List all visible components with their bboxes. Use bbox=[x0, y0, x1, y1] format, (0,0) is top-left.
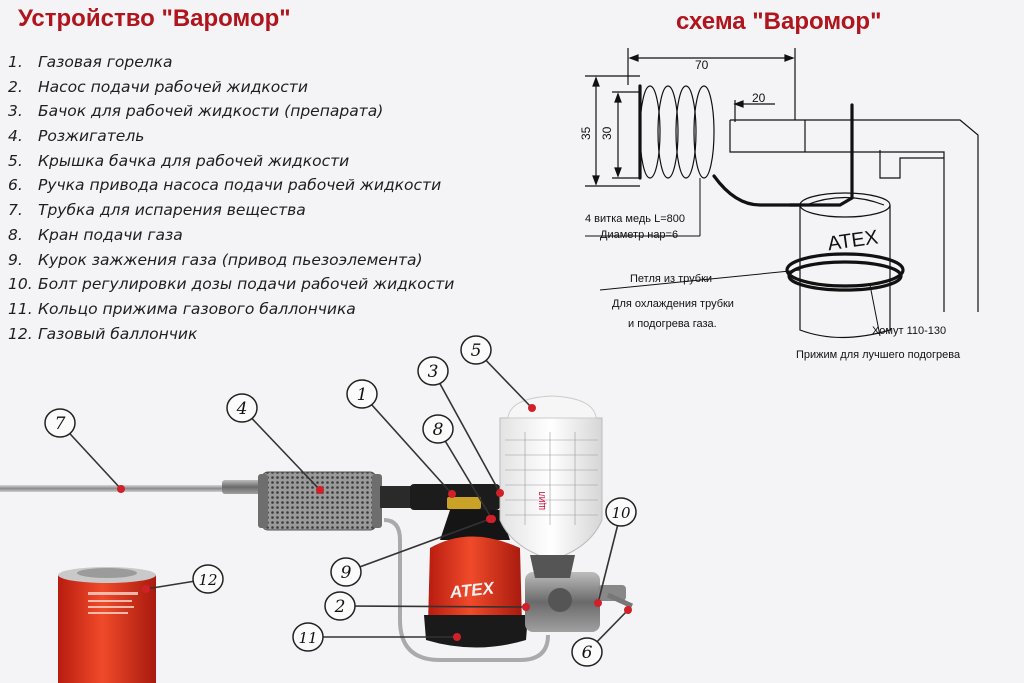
legend-item: 1.Газовая горелка bbox=[8, 53, 173, 71]
callout-number: 11 bbox=[298, 629, 317, 647]
callout-number: 12 bbox=[198, 571, 217, 589]
dim-width: 70 bbox=[695, 58, 709, 72]
clamp-note-2: Прижим для лучшего подогрева bbox=[796, 349, 961, 361]
legend-item: 8.Кран подачи газа bbox=[8, 225, 183, 244]
callout-number: 5 bbox=[471, 341, 482, 361]
callout-6: 6 bbox=[571, 606, 632, 667]
dim-height-inner: 30 bbox=[600, 126, 614, 140]
callout-number: 8 bbox=[433, 420, 444, 440]
callout-5: 5 bbox=[460, 335, 536, 412]
callout-number: 6 bbox=[582, 643, 593, 663]
callout-dot bbox=[117, 485, 125, 493]
dim-height-outer: 35 bbox=[579, 126, 593, 140]
callout-dot bbox=[316, 486, 324, 494]
scheme-title: схема "Варомор" bbox=[676, 8, 882, 35]
callout-dot bbox=[448, 490, 456, 498]
loop-note-1: Петля из трубки bbox=[630, 273, 712, 285]
callout-4: 4 bbox=[226, 393, 324, 494]
callout-number: 4 bbox=[236, 399, 248, 419]
callout-number: 2 bbox=[334, 597, 346, 617]
legend-item: 3.Бачок для рабочей жидкости (препарата) bbox=[8, 102, 384, 121]
callout-dot bbox=[453, 633, 461, 641]
gas-canister bbox=[58, 575, 156, 683]
legend-item: 12.Газовый баллончик bbox=[8, 324, 198, 343]
callout-12: 12 bbox=[142, 564, 224, 594]
callout-dot bbox=[594, 599, 602, 607]
callout-dot bbox=[142, 585, 150, 593]
scheme-can-label: ATEX bbox=[826, 226, 879, 255]
callout-3: 3 bbox=[417, 356, 504, 497]
callout-8: 8 bbox=[422, 414, 496, 523]
pump bbox=[525, 572, 600, 632]
callout-dot bbox=[496, 489, 504, 497]
legend-item: 7.Трубка для испарения вещества bbox=[8, 201, 306, 220]
coil-note-1: 4 витка медь L=800 bbox=[585, 213, 685, 225]
tank-lid bbox=[507, 395, 597, 419]
callout-number: 1 bbox=[357, 385, 368, 405]
callout-10: 10 bbox=[594, 497, 637, 607]
gas-burner bbox=[410, 484, 500, 510]
callout-7: 7 bbox=[44, 408, 125, 493]
coil-note-2: Диаметр нар=6 bbox=[600, 229, 678, 241]
loop-note-3: и подогрева газа. bbox=[628, 318, 717, 330]
evaporation-tube bbox=[0, 485, 270, 492]
legend-list: 1.Газовая горелка 2.Насос подачи рабочей… bbox=[8, 50, 454, 346]
legend-item: 11.Кольцо прижима газового баллончика bbox=[8, 299, 356, 318]
callout-dot bbox=[624, 606, 632, 614]
callout-dot bbox=[528, 404, 536, 412]
clamp-ring bbox=[424, 615, 528, 648]
legend-item: 4.Розжигатель bbox=[8, 127, 145, 146]
legend-item: 5.Крышка бачка для рабочей жидкости bbox=[8, 151, 350, 170]
canister-brand: ATEX bbox=[448, 578, 496, 602]
burner-base bbox=[428, 536, 522, 635]
callout-number: 3 bbox=[428, 362, 439, 382]
callout-11: 11 bbox=[292, 622, 461, 652]
callout-number: 9 bbox=[341, 563, 352, 583]
callout-dot bbox=[488, 515, 496, 523]
igniter-mesh bbox=[261, 471, 377, 531]
loop-note-2: Для охлаждения трубки bbox=[612, 298, 734, 310]
tank-marking: ЩИЛ bbox=[538, 492, 547, 511]
liquid-tank bbox=[499, 417, 603, 561]
device-title: Устройство "Варомор" bbox=[18, 5, 291, 32]
legend-item: 6.Ручка привода насоса подачи рабочей жи… bbox=[8, 176, 442, 195]
callout-9: 9 bbox=[330, 515, 494, 587]
legend-item: 9.Курок зажжения газа (привод пьезоэлеме… bbox=[8, 250, 423, 269]
callout-2: 2 bbox=[324, 591, 530, 621]
callout-1: 1 bbox=[346, 379, 456, 498]
legend-item: 10.Болт регулировки дозы подачи рабочей … bbox=[8, 275, 455, 294]
clamp-note-1: Хомут 110-130 bbox=[872, 325, 946, 337]
callout-dot bbox=[486, 515, 494, 523]
callout-number: 10 bbox=[611, 504, 631, 522]
callout-dot bbox=[522, 603, 530, 611]
callout-number: 7 bbox=[55, 414, 66, 434]
dim-small: 20 bbox=[752, 91, 766, 105]
legend-item: 2.Насос подачи рабочей жидкости bbox=[8, 77, 308, 96]
